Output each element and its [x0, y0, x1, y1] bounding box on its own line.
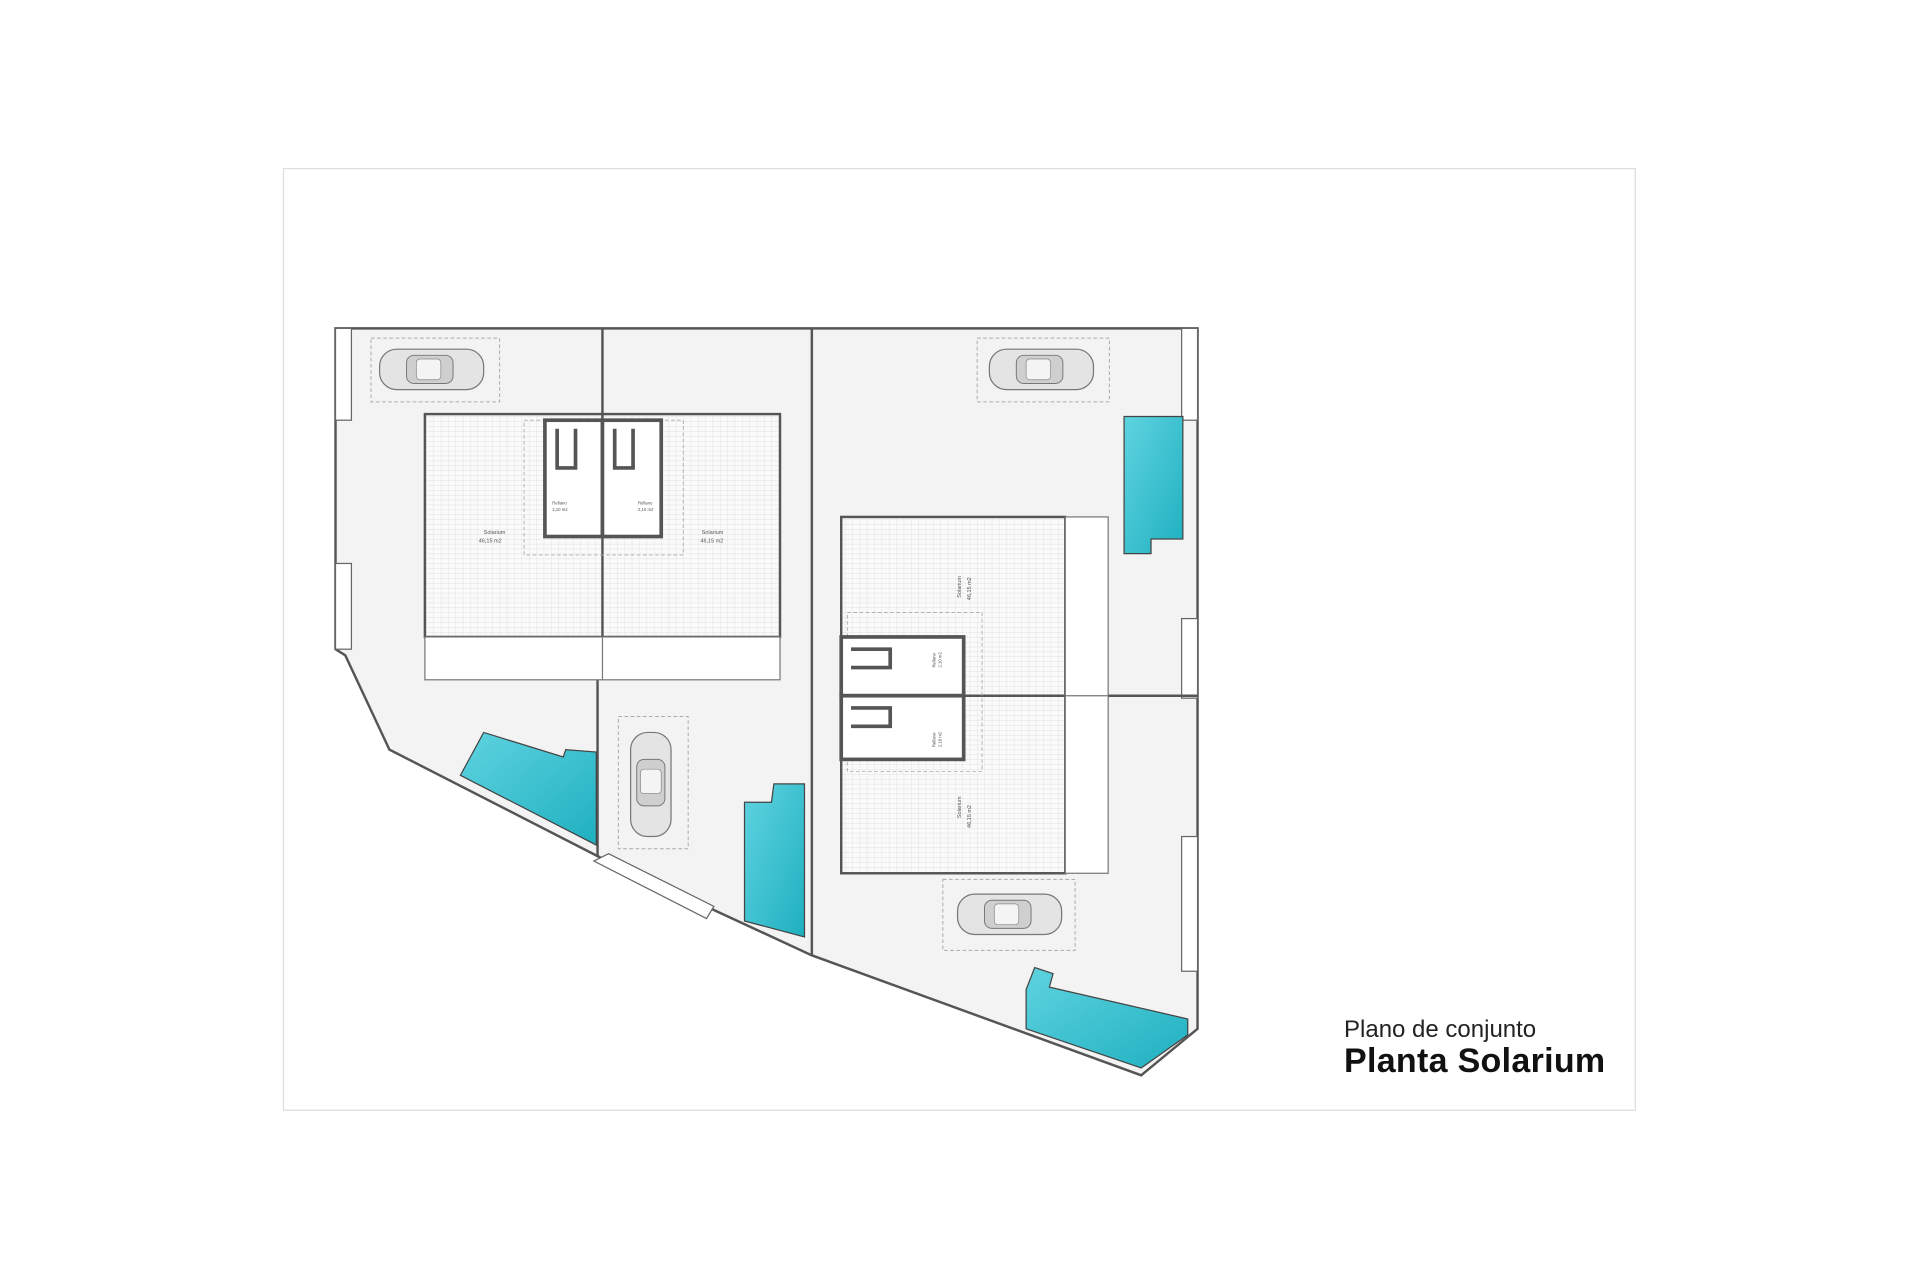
landing-label: Rellano [638, 501, 653, 506]
parking-bays [370, 337, 1110, 951]
swimming-pools [459, 415, 1189, 1069]
pool [743, 783, 806, 938]
drawing-subtitle: Plano de conjunto [1344, 1016, 1537, 1043]
boundary-walls [334, 327, 1199, 972]
car-icon [378, 348, 485, 391]
solarium-label: Solarium [957, 796, 963, 818]
solarium-area: 46,15 m2 [967, 577, 973, 600]
landing-area: 2,10 m2 [638, 507, 654, 512]
drawing-title: Planta Solarium [1344, 1042, 1606, 1080]
solarium-area: 46,15 m2 [479, 539, 502, 545]
pool [459, 731, 597, 847]
solarium-area: 46,15 m2 [967, 805, 973, 828]
solarium-label: Solarium [957, 576, 963, 598]
landing-area: 2,10 m2 [938, 731, 943, 747]
landing-area: 2,10 m2 [552, 507, 568, 512]
title-block: Plano de conjunto Planta Solarium [1344, 1016, 1605, 1081]
building-left [423, 412, 782, 681]
building-right [839, 515, 1109, 875]
landing-label: Rellano [932, 732, 937, 747]
landing-label: Rellano [932, 652, 937, 667]
car-icon [956, 893, 1063, 936]
landing-label: Rellano [552, 501, 567, 506]
landing-area: 2,10 m2 [938, 652, 943, 668]
pool [1123, 415, 1184, 555]
plot-dividers [596, 328, 1198, 956]
pool [1025, 966, 1189, 1069]
solarium-area: 46,15 m2 [700, 539, 723, 545]
car-icon [629, 731, 672, 838]
solarium-label: Solarium [484, 530, 506, 536]
car-icon [988, 348, 1095, 391]
solarium-label: Solarium [702, 530, 724, 536]
